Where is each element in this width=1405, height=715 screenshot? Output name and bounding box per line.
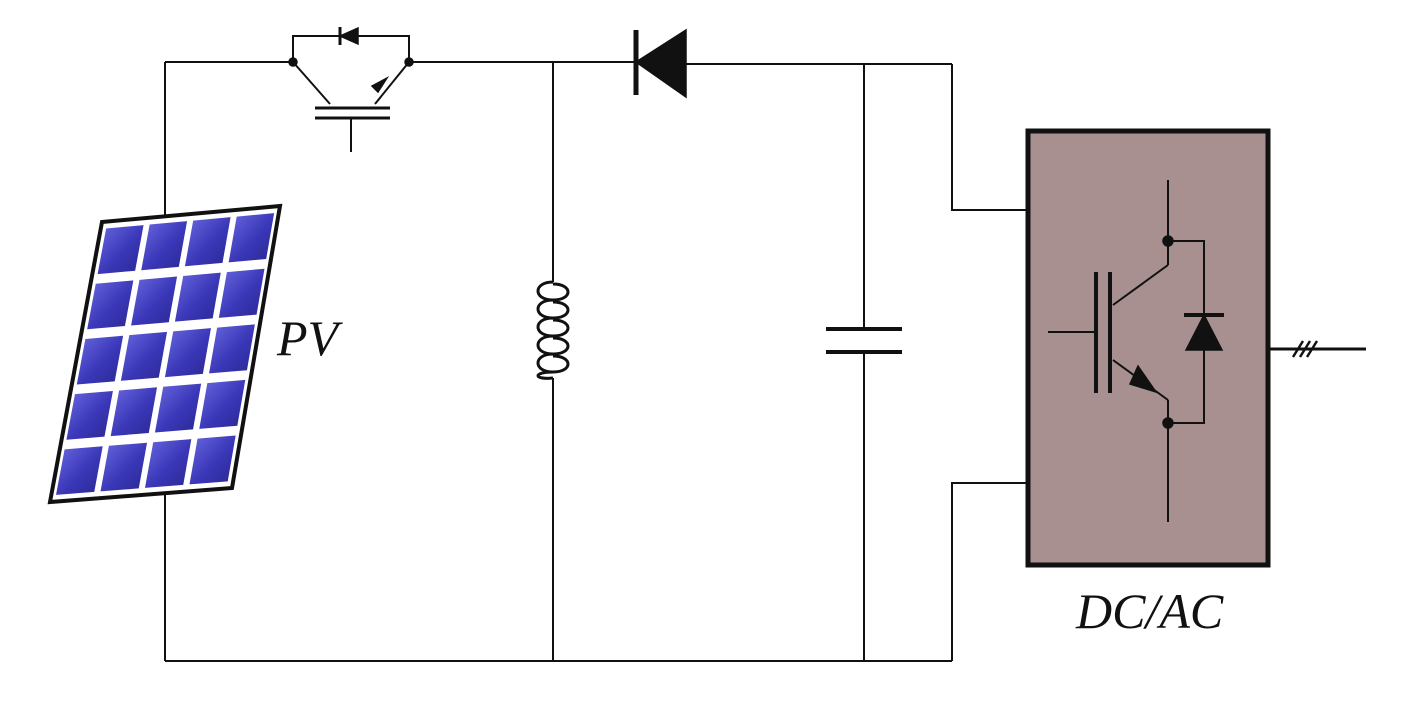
inverter-junction-top <box>1162 235 1174 247</box>
pv-cell <box>218 268 265 318</box>
pv-cell <box>144 439 192 488</box>
pv-cells <box>56 213 275 495</box>
pv-cell <box>97 225 144 275</box>
boost-switch <box>288 26 414 152</box>
inductor-coil <box>536 280 570 380</box>
inverter-collector-leg <box>1112 264 1169 306</box>
pv-cell <box>56 446 103 495</box>
series-diode-triangle <box>634 28 687 99</box>
pv-cell <box>131 276 178 326</box>
phase-mark <box>1298 340 1312 358</box>
pv-panel-frame <box>47 203 283 505</box>
switch-collector <box>292 61 331 105</box>
inverter-block <box>1025 128 1271 568</box>
pv-cell <box>100 442 148 492</box>
pv-cell <box>228 213 275 263</box>
three-phase-marks <box>1291 340 1319 358</box>
phase-mark <box>1291 340 1305 358</box>
pv-cell <box>174 272 221 322</box>
pv-panel <box>47 203 283 505</box>
inverter-label: DC/AC <box>1076 583 1224 639</box>
pv-cell <box>199 379 246 429</box>
wiring <box>164 61 1030 662</box>
wire-inverter-dc-plus <box>951 64 1030 211</box>
pv-label: PV <box>277 310 339 366</box>
pv-cell <box>120 331 168 381</box>
pv-cell <box>76 335 124 385</box>
switch-emitter-arrow <box>370 75 390 94</box>
inverter-emitter-arrow <box>1128 364 1158 394</box>
series-diode <box>633 28 687 99</box>
switch-diode-triangle <box>338 26 359 46</box>
phase-mark <box>1305 340 1319 358</box>
inductor <box>536 280 570 380</box>
capacitor <box>826 327 902 354</box>
pv-cell <box>184 217 231 267</box>
pv-cell <box>164 328 211 378</box>
wire-inverter-dc-minus <box>951 482 1030 661</box>
ac-output <box>1268 340 1366 358</box>
switch-emitter <box>374 61 410 105</box>
pv-cell <box>189 435 236 485</box>
inverter-box <box>1025 128 1271 568</box>
pv-cell <box>209 324 255 374</box>
pv-cell <box>110 387 158 437</box>
pv-cell <box>141 221 188 271</box>
pv-cell <box>87 280 134 330</box>
pv-cell <box>66 390 113 440</box>
pv-cell <box>154 383 202 433</box>
inverter-diode-triangle <box>1184 313 1224 351</box>
inverter-junction-bottom <box>1162 417 1174 429</box>
